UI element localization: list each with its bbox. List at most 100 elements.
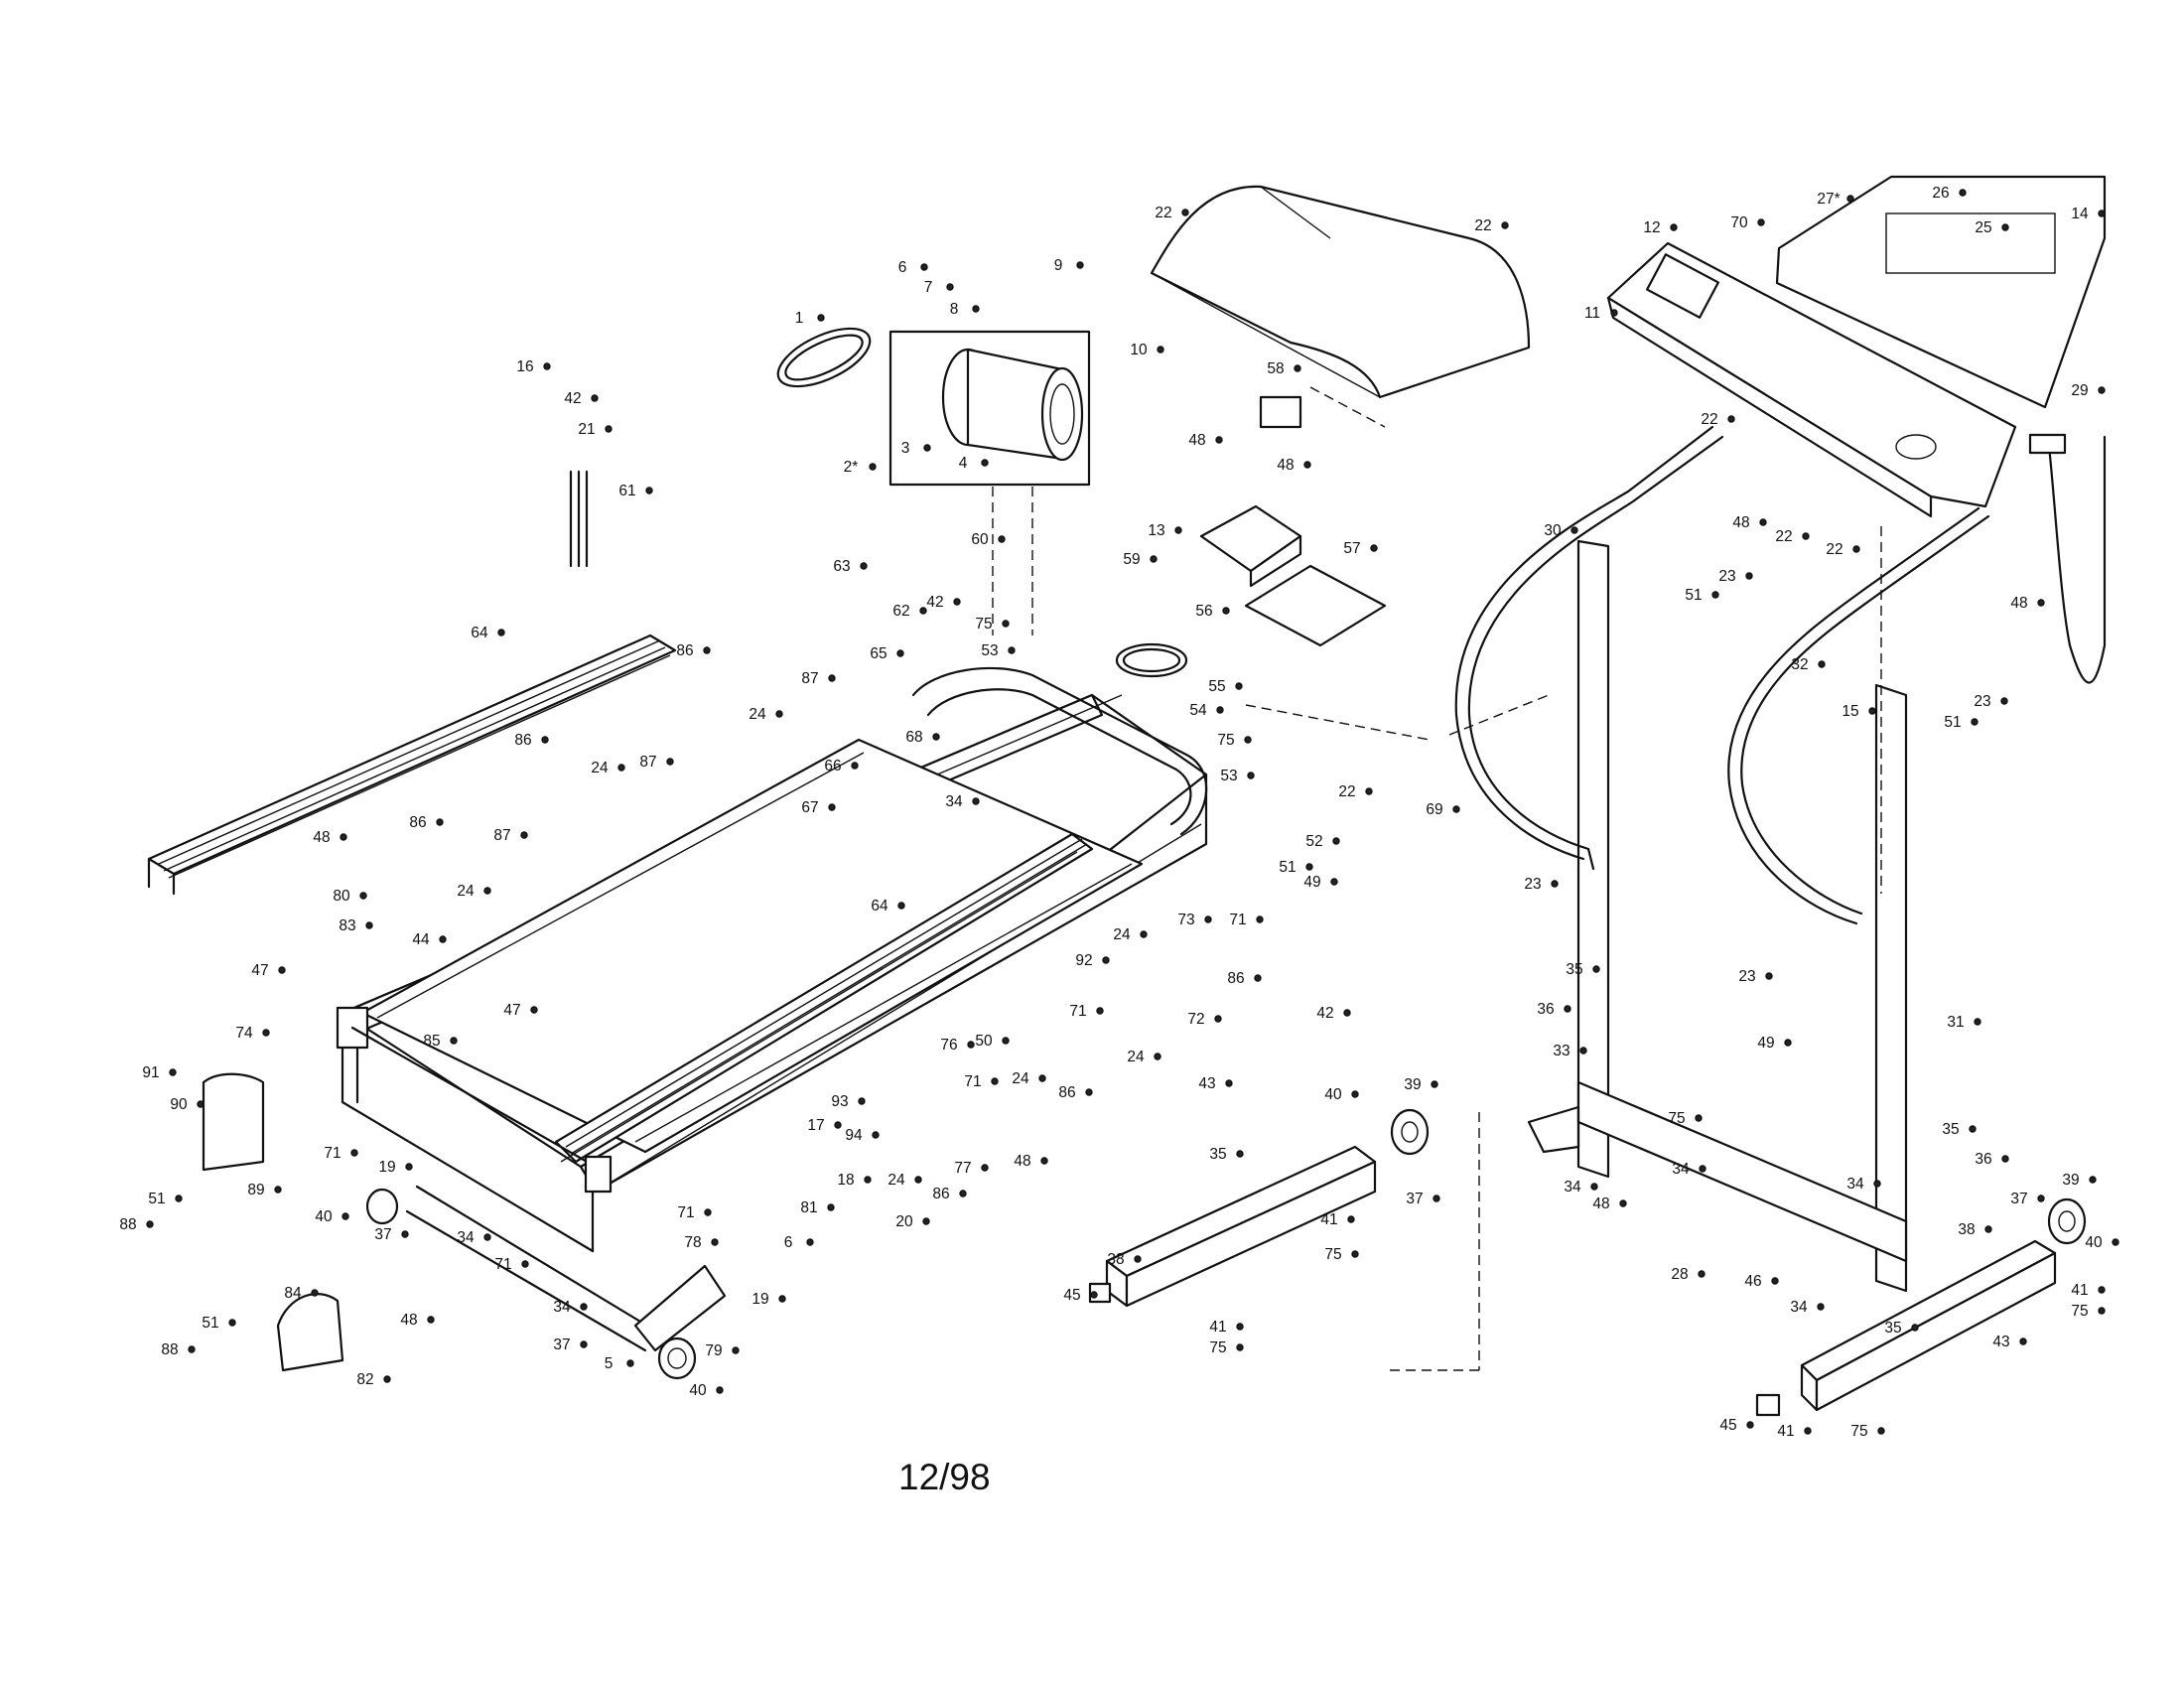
hardware-marker xyxy=(1370,544,1378,552)
part-callout-5: 5 xyxy=(605,1355,614,1372)
part-callout-41: 41 xyxy=(2071,1282,2088,1299)
hardware-marker xyxy=(543,362,551,370)
hardware-marker xyxy=(959,1190,967,1197)
hardware-marker xyxy=(605,425,613,433)
upright-frame xyxy=(1527,539,1908,1293)
hardware-marker xyxy=(1181,209,1189,216)
part-callout-48: 48 xyxy=(400,1312,417,1329)
part-callout-34: 34 xyxy=(1564,1179,1581,1196)
part-callout-58: 58 xyxy=(1267,360,1284,377)
hardware-marker xyxy=(2112,1238,2119,1246)
front-frame-tube xyxy=(911,666,1208,836)
hardware-marker xyxy=(1551,880,1559,888)
hardware-marker xyxy=(439,935,447,943)
part-callout-66: 66 xyxy=(824,758,841,774)
part-callout-3: 3 xyxy=(901,440,910,457)
hardware-marker xyxy=(1592,965,1600,973)
part-callout-71: 71 xyxy=(494,1256,511,1273)
part-callout-86: 86 xyxy=(1227,970,1244,987)
part-callout-48: 48 xyxy=(1014,1153,1030,1170)
motor-hood xyxy=(1150,185,1531,399)
part-callout-10: 10 xyxy=(1130,342,1148,358)
hardware-marker xyxy=(1305,863,1313,871)
part-callout-48: 48 xyxy=(1732,514,1749,531)
hardware-marker xyxy=(427,1316,435,1324)
hardware-marker xyxy=(923,444,931,452)
part-callout-34: 34 xyxy=(945,793,963,810)
part-callout-6: 6 xyxy=(898,259,907,276)
part-callout-64: 64 xyxy=(471,625,488,641)
hardware-marker xyxy=(1294,364,1301,372)
motor-assembly xyxy=(888,330,1091,487)
hardware-marker xyxy=(998,535,1006,543)
wire-ties xyxy=(569,470,589,568)
hardware-marker xyxy=(169,1068,177,1076)
part-callout-52: 52 xyxy=(1305,833,1322,850)
hardware-marker xyxy=(520,831,528,839)
hardware-marker xyxy=(919,607,927,615)
part-callout-23: 23 xyxy=(1738,968,1755,985)
part-callout-24: 24 xyxy=(457,883,475,900)
base-leg-left xyxy=(1088,1108,1430,1308)
hardware-marker xyxy=(1254,974,1262,982)
part-callout-75: 75 xyxy=(975,616,992,633)
hardware-marker xyxy=(580,1303,588,1311)
hardware-marker xyxy=(1431,1080,1438,1088)
pulse-strap xyxy=(2028,433,2107,684)
part-callout-24: 24 xyxy=(749,706,766,723)
hardware-marker xyxy=(497,629,505,636)
part-callout-22: 22 xyxy=(1474,217,1491,234)
hardware-marker xyxy=(828,803,836,811)
hardware-marker xyxy=(1974,1018,1981,1026)
hardware-marker xyxy=(1877,1427,1885,1435)
hardware-marker xyxy=(626,1359,634,1367)
part-callout-20: 20 xyxy=(895,1213,913,1230)
hardware-marker xyxy=(1090,1291,1098,1299)
part-callout-51: 51 xyxy=(1685,587,1702,604)
hardware-marker xyxy=(2000,697,2008,705)
hardware-marker xyxy=(666,758,674,766)
date-code: 12/98 xyxy=(898,1457,991,1497)
part-callout-37: 37 xyxy=(374,1226,391,1243)
part-callout-39: 39 xyxy=(1404,1076,1421,1093)
hardware-marker xyxy=(1969,1125,1977,1133)
hardware-marker xyxy=(1076,261,1084,269)
hardware-marker xyxy=(1102,956,1110,964)
hardware-marker xyxy=(1351,1250,1359,1258)
hardware-marker xyxy=(197,1100,205,1108)
part-callout-61: 61 xyxy=(618,483,635,499)
hardware-marker xyxy=(1008,646,1016,654)
part-callout-19: 19 xyxy=(378,1159,395,1176)
part-callout-41: 41 xyxy=(1777,1423,1794,1440)
hardware-marker xyxy=(1256,915,1264,923)
hardware-marker xyxy=(1984,1225,1992,1233)
hardware-marker xyxy=(1134,1255,1142,1263)
hardware-marker xyxy=(806,1238,814,1246)
part-callout-37: 37 xyxy=(1406,1191,1423,1207)
hardware-marker xyxy=(991,1077,999,1085)
part-callout-41: 41 xyxy=(1320,1211,1337,1228)
part-callout-8: 8 xyxy=(950,301,959,318)
part-callout-88: 88 xyxy=(119,1216,136,1233)
part-callout-35: 35 xyxy=(1209,1146,1226,1163)
part-callout-34: 34 xyxy=(457,1229,475,1246)
part-callout-48: 48 xyxy=(2010,595,2027,612)
part-callout-53: 53 xyxy=(1220,768,1237,784)
hardware-marker xyxy=(1002,620,1010,628)
hardware-marker xyxy=(188,1345,196,1353)
hardware-marker xyxy=(383,1375,391,1383)
controller-parts xyxy=(1199,386,1387,647)
part-callout-70: 70 xyxy=(1730,214,1748,231)
part-callout-40: 40 xyxy=(1324,1086,1342,1103)
hardware-marker xyxy=(541,736,549,744)
hardware-marker xyxy=(1590,1183,1598,1191)
hardware-marker xyxy=(778,1295,786,1303)
part-callout-87: 87 xyxy=(801,670,818,687)
hardware-marker xyxy=(953,598,961,606)
hardware-marker xyxy=(864,1176,872,1184)
part-callout-14: 14 xyxy=(2071,206,2089,222)
hardware-marker xyxy=(1971,718,1979,726)
part-callout-91: 91 xyxy=(142,1064,159,1081)
